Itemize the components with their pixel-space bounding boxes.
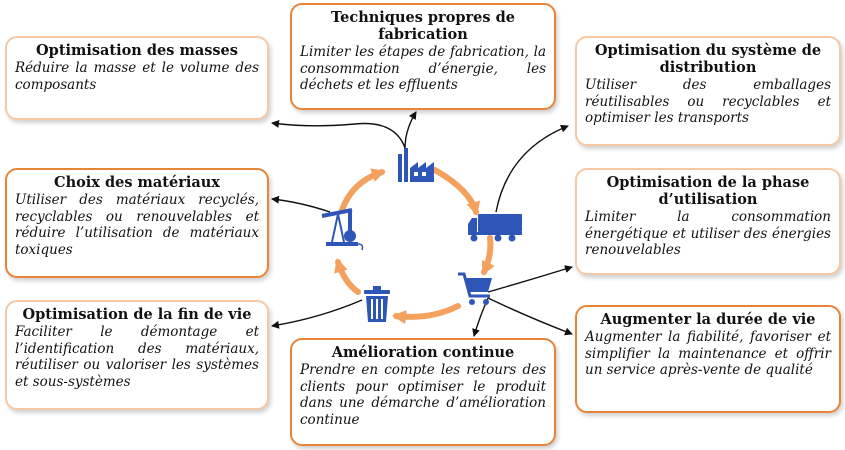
cycle-arrow-pump-to-factory [339,168,386,213]
box-text: Limiter les étapes de fabrication, la co… [300,44,546,93]
box-choix-materiaux: Choix des matériaux Utiliser des matéria… [5,168,269,278]
trash-can-icon [364,286,390,322]
shopping-cart-icon [458,272,492,305]
box-text: Limiter la consommation énergétique et u… [585,209,831,258]
cycle-arrow-factory-to-truck [432,167,481,216]
box-amelioration-continue: Amélioration continue Prendre en compte … [290,338,556,446]
box-title: Amélioration continue [331,344,515,361]
box-title: Techniques propres de fabrication [331,9,515,43]
box-text: Augmenter la fiabilité, favoriser et sim… [585,329,831,378]
cycle-arrow-cart-to-trash [392,303,461,325]
factory-icon [398,148,434,182]
box-title: Optimisation de la phase d’utilisation [606,174,810,208]
box-techniques-propres: Techniques propres de fabrication Limite… [290,3,556,110]
cycle-arrows [334,167,495,325]
arrow-to-masses [271,119,406,149]
box-text: Réduire la masse et le volume des compos… [15,60,259,93]
box-text: Faciliter le démontage et l’identificati… [15,324,259,390]
box-title: Augmenter la durée de vie [600,311,816,328]
box-optimisation-masses: Optimisation des masses Réduire la masse… [5,36,269,120]
arrow-to-techniques [404,111,417,149]
box-title: Choix des matériaux [54,174,220,191]
box-text: Prendre en compte les retours des client… [300,362,546,428]
arrow-to-utilisation [487,265,573,293]
connector-arrows [271,111,573,337]
oil-pump-icon [321,208,364,251]
box-text: Utiliser des emballages réutilisables ou… [585,77,831,126]
arrow-to-duree-de-vie [487,297,573,336]
cycle-arrow-trash-to-pump [334,258,361,295]
box-title: Optimisation des masses [36,42,238,59]
arrow-to-materiaux [271,195,331,213]
box-fin-de-vie: Optimisation de la fin de vie Faciliter … [5,300,269,410]
box-title: Optimisation du système de distribution [594,42,822,76]
box-text: Utiliser des matériaux recyclés, recycla… [15,192,259,258]
box-phase-utilisation: Optimisation de la phase d’utilisation L… [575,168,841,275]
cycle-arrow-truck-to-cart [481,235,495,276]
box-title: Optimisation de la fin de vie [22,306,252,323]
arrow-to-distribution [495,124,569,213]
arrow-to-fin-de-vie [271,299,363,329]
truck-icon [468,214,522,242]
box-duree-de-vie: Augmenter la durée de vie Augmenter la f… [575,305,841,413]
box-systeme-distribution: Optimisation du système de distribution … [575,36,841,146]
